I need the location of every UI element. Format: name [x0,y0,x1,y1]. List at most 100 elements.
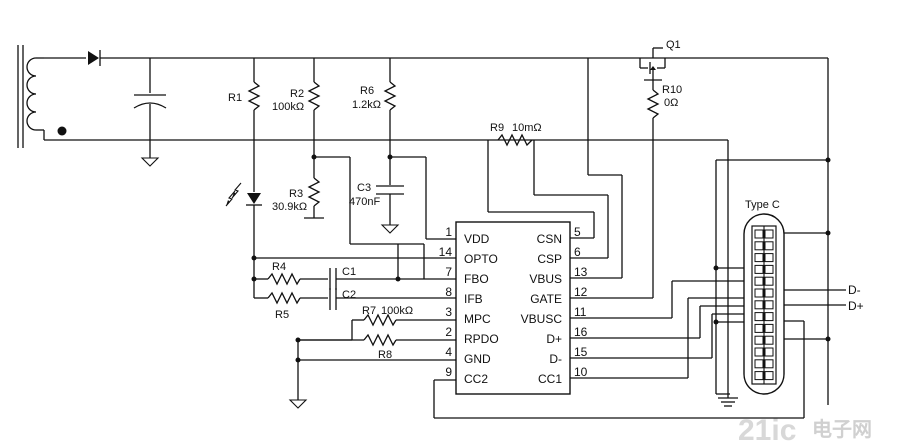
dplus-label: D+ [848,299,864,313]
ic-pin-name: MPC [464,312,491,326]
type-c-pin [754,264,764,274]
ic-pin-number: 1 [445,225,452,239]
ic-pin-number: 9 [445,365,452,379]
r6-resistor [383,58,397,185]
ic-pin-number: 6 [574,245,581,259]
type-c-pin [764,300,774,310]
r6-value: 1.2kΩ [352,99,381,111]
type-c-pin [764,371,774,381]
type-c-pin [754,241,764,251]
r7-resistor [363,313,456,327]
c3-label: C3 [357,182,371,194]
type-c-pin [764,347,774,357]
ic-pin-name: VDD [464,232,490,246]
ic-pin-name: CSN [537,232,562,246]
type-c-pin [764,335,774,345]
type-c-pin [754,288,764,298]
r1-label: R1 [228,92,242,104]
ic-pin-name: CSP [537,252,562,266]
r10-resistor [570,80,660,299]
type-c-pin [754,359,764,369]
transformer [17,45,67,148]
type-c-pin [764,276,774,286]
type-c-pin [764,264,774,274]
ic-pin-number: 8 [445,285,452,299]
watermark: 21ic 电子网 [738,414,872,447]
ic-pin-name: FBO [464,272,489,286]
ic-pin-name: VBUSC [521,312,563,326]
r4-label: R4 [272,261,286,273]
r7-value: 100kΩ [381,305,413,317]
r9-resistor [487,133,609,259]
ic-pin-number: 12 [574,285,588,299]
type-c-pin [764,323,774,333]
ic-pin-number: 14 [439,245,453,259]
q1-mosfet [639,47,828,81]
type-c-pin [764,288,774,298]
ic-pin-name: IFB [464,292,483,306]
type-c-pin [754,276,764,286]
ic-pin-number: 13 [574,265,588,279]
c1-label: C1 [342,266,356,278]
winding-dot [57,126,67,136]
type-c-pin [754,323,764,333]
r5-label: R5 [275,309,289,321]
bulk-capacitor [133,58,167,167]
ic-pin-name: GND [464,352,491,366]
r6-label: R6 [360,85,374,97]
dminus-label: D- [848,283,861,297]
ic-pin-number: 15 [574,345,588,359]
type-c-pin-grid [754,229,774,381]
r9-value: 10mΩ [512,122,542,134]
r2-value: 100kΩ [272,101,304,113]
type-c-pin [764,359,774,369]
diode [88,50,101,66]
c3-value: 470nF [349,196,380,208]
ic-pin-name: VBUS [529,272,562,286]
r5-resistor [267,291,328,305]
ic-pin-number: 11 [574,305,587,319]
c2-label: C2 [342,289,356,301]
c2-capacitor [329,288,456,310]
type-c-pin [764,312,774,322]
r2-label: R2 [290,88,304,100]
ic-pin-name: GATE [530,292,562,306]
ic-pin-number: 4 [445,345,452,359]
q1-label: Q1 [666,39,681,51]
watermark-text: 电子网 [812,418,872,441]
r10-label: R10 [662,84,682,96]
type-c-pin [754,347,764,357]
ic-pin-number: 5 [574,225,581,239]
ic-pin-name: D+ [546,332,562,346]
r9-label: R9 [490,122,504,134]
type-c-pin [754,335,764,345]
type-c-title: Type C [745,199,780,211]
type-c-pin [764,241,774,251]
ic-pin-name: CC2 [464,372,488,386]
r7-label: R7 [362,305,376,317]
r3-value: 30.9kΩ [272,201,307,213]
r8-label: R8 [378,349,392,361]
r3-resistor [304,177,324,219]
type-c-pin [764,229,774,239]
r3-label: R3 [289,188,303,200]
type-c-pin [754,253,764,263]
r1-resistor [247,58,261,192]
ic-pin-number: 16 [574,325,588,339]
type-c-pin [754,312,764,322]
ic-pin-number: 2 [445,325,452,339]
ic-pin-name: OPTO [464,252,498,266]
type-c-pin [764,253,774,263]
watermark-logo: 21ic [738,414,796,447]
type-c-connector [743,213,785,395]
opto-led [225,182,262,258]
ic-pin-name: CC1 [538,372,562,386]
ic-pin-number: 10 [574,365,588,379]
type-c-pin [754,300,764,310]
ic-pin-name: RPDO [464,332,499,346]
